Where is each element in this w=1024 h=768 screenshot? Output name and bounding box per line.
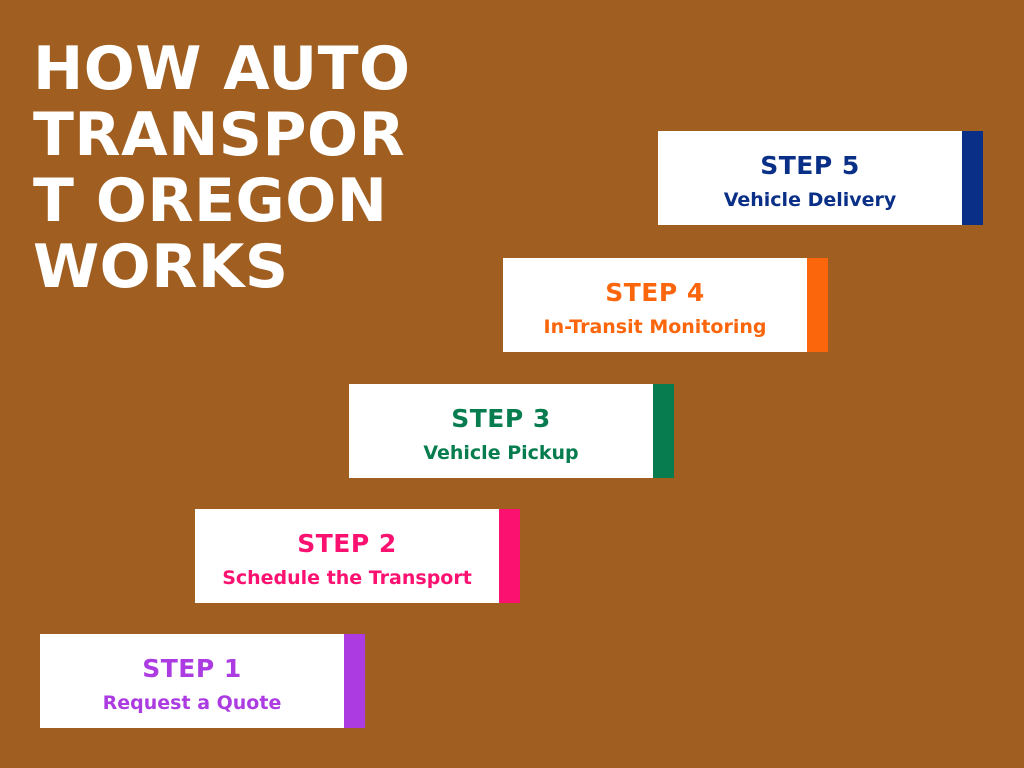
page-title-line: HOW AUTO (33, 34, 411, 104)
step-card-body: STEP 1 Request a Quote (40, 634, 344, 728)
step-accent-bar (653, 384, 674, 478)
step-card-body: STEP 4 In-Transit Monitoring (503, 258, 807, 352)
step-accent-bar (807, 258, 828, 352)
step-number-label: STEP 1 (142, 653, 242, 683)
step-card-1: STEP 1 Request a Quote (40, 634, 365, 728)
page-title-line: T OREGON (33, 166, 388, 236)
step-card-body: STEP 2 Schedule the Transport (195, 509, 499, 603)
step-accent-bar (962, 131, 983, 225)
step-number-label: STEP 4 (605, 277, 705, 307)
step-title: Vehicle Pickup (423, 441, 579, 464)
step-card-3: STEP 3 Vehicle Pickup (349, 384, 674, 478)
step-card-5: STEP 5 Vehicle Delivery (658, 131, 983, 225)
step-card-body: STEP 3 Vehicle Pickup (349, 384, 653, 478)
step-number-label: STEP 2 (297, 528, 397, 558)
step-card-4: STEP 4 In-Transit Monitoring (503, 258, 828, 352)
step-number-label: STEP 3 (451, 403, 551, 433)
step-title: Request a Quote (102, 691, 282, 714)
step-accent-bar (344, 634, 365, 728)
step-card-body: STEP 5 Vehicle Delivery (658, 131, 962, 225)
step-accent-bar (499, 509, 520, 603)
page-title-line: TRANSPOR (33, 100, 406, 170)
step-title: In-Transit Monitoring (543, 315, 767, 338)
page-title: HOW AUTO TRANSPOR T OREGON WORKS (33, 36, 411, 300)
step-title: Vehicle Delivery (723, 188, 897, 211)
step-card-2: STEP 2 Schedule the Transport (195, 509, 520, 603)
step-number-label: STEP 5 (760, 150, 860, 180)
step-title: Schedule the Transport (222, 566, 472, 589)
page-title-line: WORKS (33, 232, 289, 302)
